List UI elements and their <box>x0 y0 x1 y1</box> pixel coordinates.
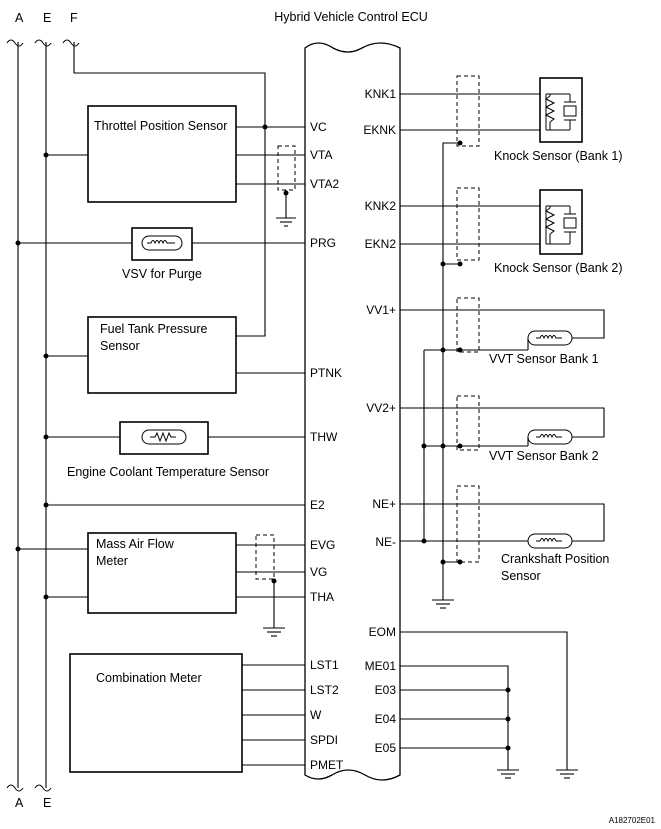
shield-knock1 <box>456 75 480 147</box>
pin-pmet: PMET <box>310 758 344 772</box>
pin-eom: EOM <box>369 625 396 639</box>
pin-prg: PRG <box>310 236 336 250</box>
figure-id: A182702E01 <box>609 816 656 825</box>
pin-spdi: SPDI <box>310 733 338 747</box>
pin-ne-plus: NE+ <box>372 497 396 511</box>
pin-vv1-plus: VV1+ <box>366 303 396 317</box>
ecu-title: Hybrid Vehicle Control ECU <box>274 10 428 24</box>
ground-symbol-throttle <box>276 217 296 227</box>
ground-symbol-engine <box>497 769 519 779</box>
fuel-tank-pressure-sensor-label-2: Sensor <box>100 339 140 353</box>
crankshaft-sensor-coil-icon <box>527 533 573 549</box>
vvt-sensor-bank2-label: VVT Sensor Bank 2 <box>489 449 599 463</box>
fuel-tank-pressure-sensor-box <box>87 316 237 394</box>
crankshaft-sensor-label-2: Sensor <box>501 569 541 583</box>
shield-vvt1 <box>456 297 480 353</box>
pin-lst2: LST2 <box>310 683 339 697</box>
shield-throttle <box>277 145 296 191</box>
fuel-tank-pressure-sensor-label-1: Fuel Tank Pressure <box>100 322 208 336</box>
knock-sensor-bank2-icon <box>544 205 577 245</box>
knock-sensor-bank1-box <box>539 77 583 143</box>
pin-thw: THW <box>310 430 338 444</box>
ground-symbol-shields <box>432 599 454 609</box>
pin-e03: E03 <box>375 683 397 697</box>
pin-vc: VC <box>310 120 327 134</box>
mass-air-flow-meter-label-2: Meter <box>96 554 128 568</box>
thermistor-icon <box>141 429 187 445</box>
pin-vta: VTA <box>310 148 332 162</box>
vsv-coil-icon <box>141 235 183 251</box>
vvt-sensor-bank1-label: VVT Sensor Bank 1 <box>489 352 599 366</box>
combination-meter-label: Combination Meter <box>96 671 202 685</box>
knock-sensor-bank1-icon <box>544 93 577 131</box>
ground-symbol-maf <box>263 627 285 637</box>
pin-e04: E04 <box>375 712 397 726</box>
vvt-sensor-bank1-coil-icon <box>527 330 573 346</box>
bus-line-f <box>73 42 266 125</box>
throttle-position-sensor-box <box>87 105 237 203</box>
crankshaft-sensor-label-1: Crankshaft Position <box>501 552 609 566</box>
pin-ne-minus: NE- <box>375 535 396 549</box>
knock-sensor-bank1-label: Knock Sensor (Bank 1) <box>494 149 623 163</box>
pin-tha: THA <box>310 590 334 604</box>
bus-label-e-top: E <box>43 11 51 25</box>
shield-knock2 <box>456 187 480 261</box>
pin-w: W <box>310 708 322 722</box>
pin-me01: ME01 <box>365 659 397 673</box>
vvt-sensor-bank2-coil-icon <box>527 429 573 445</box>
mass-air-flow-meter-box <box>87 532 237 614</box>
ect-sensor-label: Engine Coolant Temperature Sensor <box>67 465 269 479</box>
ground-symbol-eom <box>556 769 578 779</box>
throttle-position-sensor-label: Throttel Position Sensor <box>94 119 227 133</box>
pin-knk2: KNK2 <box>365 199 397 213</box>
pin-ekn2: EKN2 <box>365 237 397 251</box>
pin-e2: E2 <box>310 498 325 512</box>
combination-meter-box <box>69 653 243 773</box>
pin-eknk: EKNK <box>363 123 396 137</box>
vsv-purge-label: VSV for Purge <box>122 267 202 281</box>
pin-vta2: VTA2 <box>310 177 339 191</box>
pin-e05: E05 <box>375 741 397 755</box>
shield-maf <box>255 534 275 580</box>
knock-sensor-bank2-label: Knock Sensor (Bank 2) <box>494 261 623 275</box>
knock-sensor-bank2-box <box>539 189 583 255</box>
pin-vg: VG <box>310 565 327 579</box>
pin-evg: EVG <box>310 538 335 552</box>
pin-ptnk: PTNK <box>310 366 342 380</box>
pin-vv2-plus: VV2+ <box>366 401 396 415</box>
pin-lst1: LST1 <box>310 658 339 672</box>
shield-vvt2 <box>456 395 480 451</box>
bus-break-marks <box>6 39 80 792</box>
bus-label-e-bottom: E <box>43 796 51 810</box>
bus-label-a-bottom: A <box>15 796 24 810</box>
bus-label-a-top: A <box>15 11 24 25</box>
bus-label-f-top: F <box>70 11 78 25</box>
pin-knk1: KNK1 <box>365 87 397 101</box>
mass-air-flow-meter-label-1: Mass Air Flow <box>96 537 175 551</box>
ecu-body <box>304 42 401 781</box>
shield-crank <box>456 485 480 563</box>
